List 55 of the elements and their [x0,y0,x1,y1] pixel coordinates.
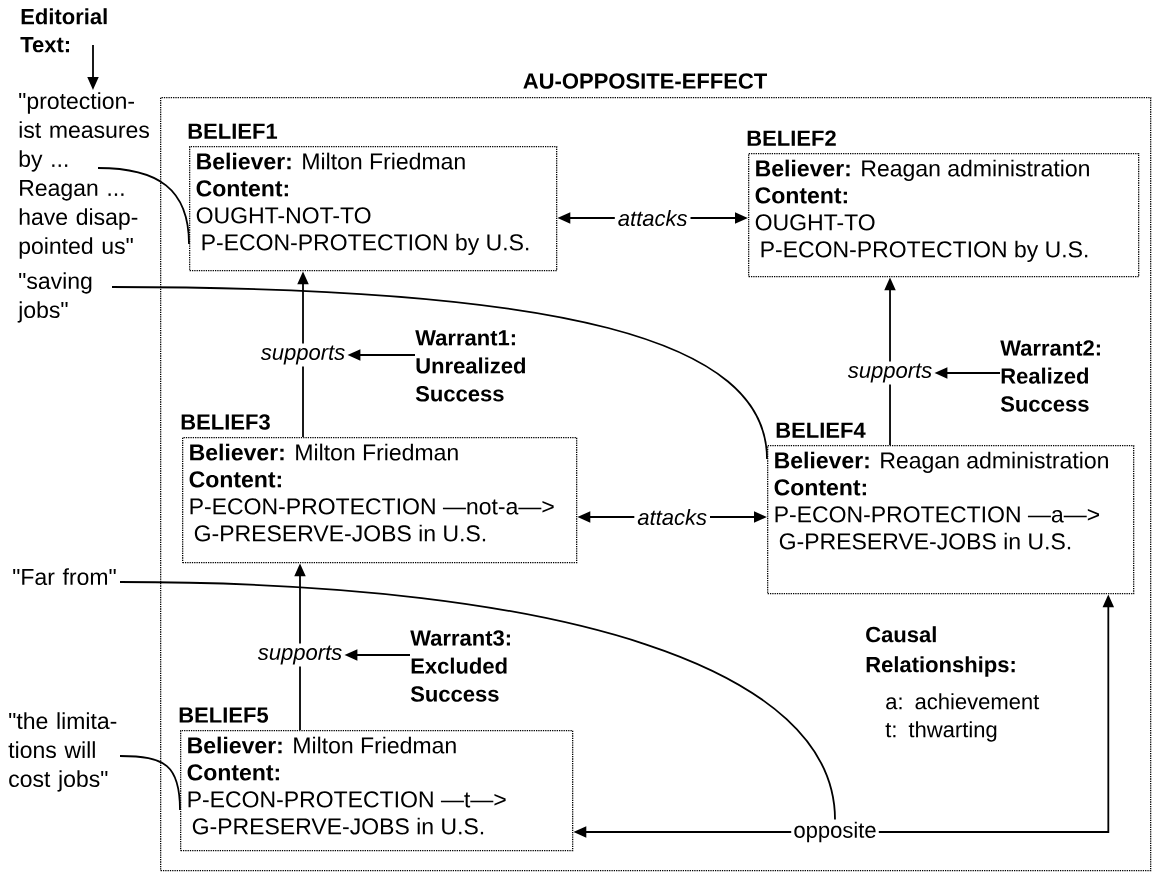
node-label: Believer: Milton Friedman [188,736,456,754]
node-label: OUGHT-TO [755,214,875,231]
node-label: G-PRESERVE-JOBS in U.S. [779,532,1071,550]
leader-line [111,286,768,460]
note-heading: Causal Relationships: [866,626,1015,677]
node-label: P-ECON-PROTECTION —not-a—> [190,498,554,515]
leader-line [97,167,190,245]
quote-text: "Far from" [13,568,116,586]
warrant-text: Warrant1: Unrealized Success [415,330,525,402]
relation-label: supports [255,643,345,667]
relation-label: supports [258,343,348,367]
node-label: OUGHT-NOT-TO [196,207,371,224]
belief-box: Believer: Milton Friedman Content: OUGHT-NOT-TO P-ECON-PROTECTION by U.S. [189,146,558,272]
box-heading: BELIEF4 [776,422,866,438]
node-label: Believer: Reagan administration [775,451,1108,474]
node-label: G-PRESERVE-JOBS in U.S. [194,524,486,542]
belief-box: Believer: Reagan administration Content: OUGHT-TO P-ECON-PROTECTION by U.S. [748,153,1140,278]
node-label: Content: [189,471,281,488]
box-heading: BELIEF5 [179,707,269,723]
quote-text: "the limita- tions will cost jobs" [8,712,117,792]
node-label: P-ECON-PROTECTION by U.S. [761,240,1088,263]
node-label: P-ECON-PROTECTION —a—> [775,506,1100,523]
relation-label: supports [845,361,935,385]
warrant-text: Warrant3: Excluded Success [410,630,510,702]
relation-label: opposite [791,819,879,845]
node-label: Believer: Milton Friedman [197,152,465,170]
warrant-text: Editorial Text: [20,8,107,53]
box-heading: BELIEF1 [188,123,278,139]
quote-text: "protection- ist measures by ... Reagan ... have disap- pointed us" [19,92,149,259]
node-label: P-ECON-PROTECTION by U.S. [202,233,529,256]
node-label: Content: [187,764,279,781]
quote-text: "saving jobs" [17,272,92,323]
node-label: Content: [755,187,847,204]
belief-box: Believer: Milton Friedman Content: P-ECON-PROTECTION —t—> G-PRESERVE-JOBS in U.S. [180,730,574,852]
node-label: P-ECON-PROTECTION —t—> [188,791,506,808]
edge-label: attacks [614,206,691,230]
node-label: Believer: Reagan administration [756,159,1089,182]
belief-box: Believer: Reagan administration Content: P-ECON-PROTECTION —a—> G-PRESERVE-JOBS in U.S. [767,445,1135,595]
box-heading: BELIEF2 [747,130,836,146]
leader-line [119,581,836,821]
note-text: t: thwarting [885,721,997,742]
note-text: a: achievement [886,693,1040,710]
node-label: Content: [196,180,288,197]
connector-line [302,365,304,438]
edge-label: attacks [634,505,710,529]
node-label: G-PRESERVE-JOBS in U.S. [192,817,484,835]
connector-line [889,383,891,446]
node-label: Believer: Milton Friedman [190,443,458,461]
leader-line [119,755,181,811]
node-label: Content: [774,479,866,496]
frame-title: AU-OPPOSITE-EFFECT [523,73,767,89]
warrant-text: Warrant2: Realized Success [1000,340,1100,412]
box-heading: BELIEF3 [181,414,270,430]
belief-box: Believer: Milton Friedman Content: P-ECON-PROTECTION —not-a—> G-PRESERVE-JOBS in U.S. [182,437,578,564]
connector-line [299,665,301,731]
